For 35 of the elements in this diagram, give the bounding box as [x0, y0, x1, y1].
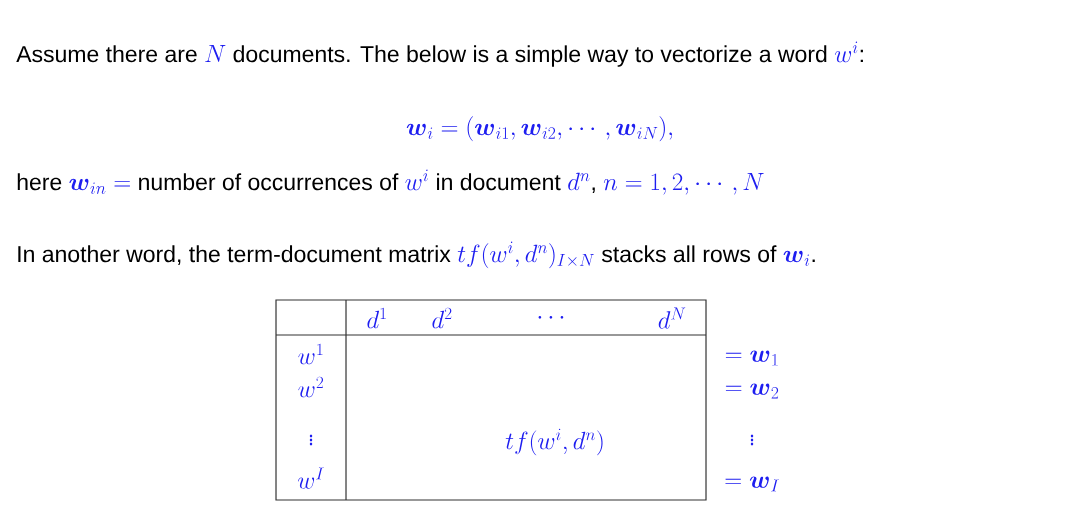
- column-header: $d^1$: [367, 307, 386, 329]
- row-vector-label: $=\boldsymbol{w}_1$: [725, 350, 778, 366]
- row-header: $\vdots$: [309, 434, 313, 446]
- label: documents. The below is a simple way to vectorize a word: [233, 45, 827, 67]
- label: :: [860, 49, 863, 62]
- row-vector-label: $\vdots$: [750, 434, 754, 446]
- label: stacks all rows of: [601, 245, 777, 263]
- column-header: $d^2$: [432, 307, 452, 329]
- label: $w^i$: [405, 169, 428, 191]
- label: in document: [437, 173, 561, 191]
- label: number of occurrences of: [139, 173, 399, 191]
- label: Assume there are: [16, 45, 197, 63]
- label: here: [17, 173, 62, 191]
- sentence: Assume there are $N$ documents. The below is a simple way to vectorize a word $w^i$:: [16, 41, 863, 67]
- column-header: $\cdots$: [538, 316, 564, 319]
- label: $N$: [205, 45, 226, 62]
- column-header: $d^N$: [658, 307, 686, 329]
- label: .: [812, 259, 815, 263]
- sentence: In another word, the term-document matrix $tf(w^i, d^n)_{I\times N}$ stacks all rows of $\boldsymbol{w}_i$.: [18, 241, 815, 269]
- row-vector-label: $=\boldsymbol{w}_I$: [725, 476, 779, 492]
- row-vector-label: $=\boldsymbol{w}_2$: [725, 383, 779, 399]
- row-header: $w^2$: [298, 376, 324, 398]
- label: $\boldsymbol{w}_{in} =$: [69, 178, 131, 194]
- row-header: $w^I$: [298, 467, 324, 489]
- formula: $\boldsymbol{w}_i = (\boldsymbol{w}_{i1}, \boldsymbol{w}_{i2}, \cdots, \boldsymbol{w}_{iN}),$: [406, 116, 673, 142]
- row-header: $w^1$: [298, 343, 323, 365]
- label: $n = 1, 2, \cdots, N$: [603, 173, 764, 195]
- label: $\boldsymbol{w}_i$: [783, 250, 810, 266]
- label: ,: [592, 187, 595, 193]
- label: $w^i$: [834, 41, 858, 63]
- label: In another word, the term-document matrix: [18, 245, 451, 265]
- sentence: here $\boldsymbol{w}_{in} =$ number of occurrences of $w^i$ in document $d^n$, $n = 1, 2, \cdots, N$: [17, 169, 764, 195]
- label: $tf(w^i, d^n)_{I\times N}$: [457, 241, 594, 269]
- label: $d^n$: [568, 172, 590, 191]
- matrix-entry: $tf(w^i, d^n)$: [505, 428, 603, 456]
